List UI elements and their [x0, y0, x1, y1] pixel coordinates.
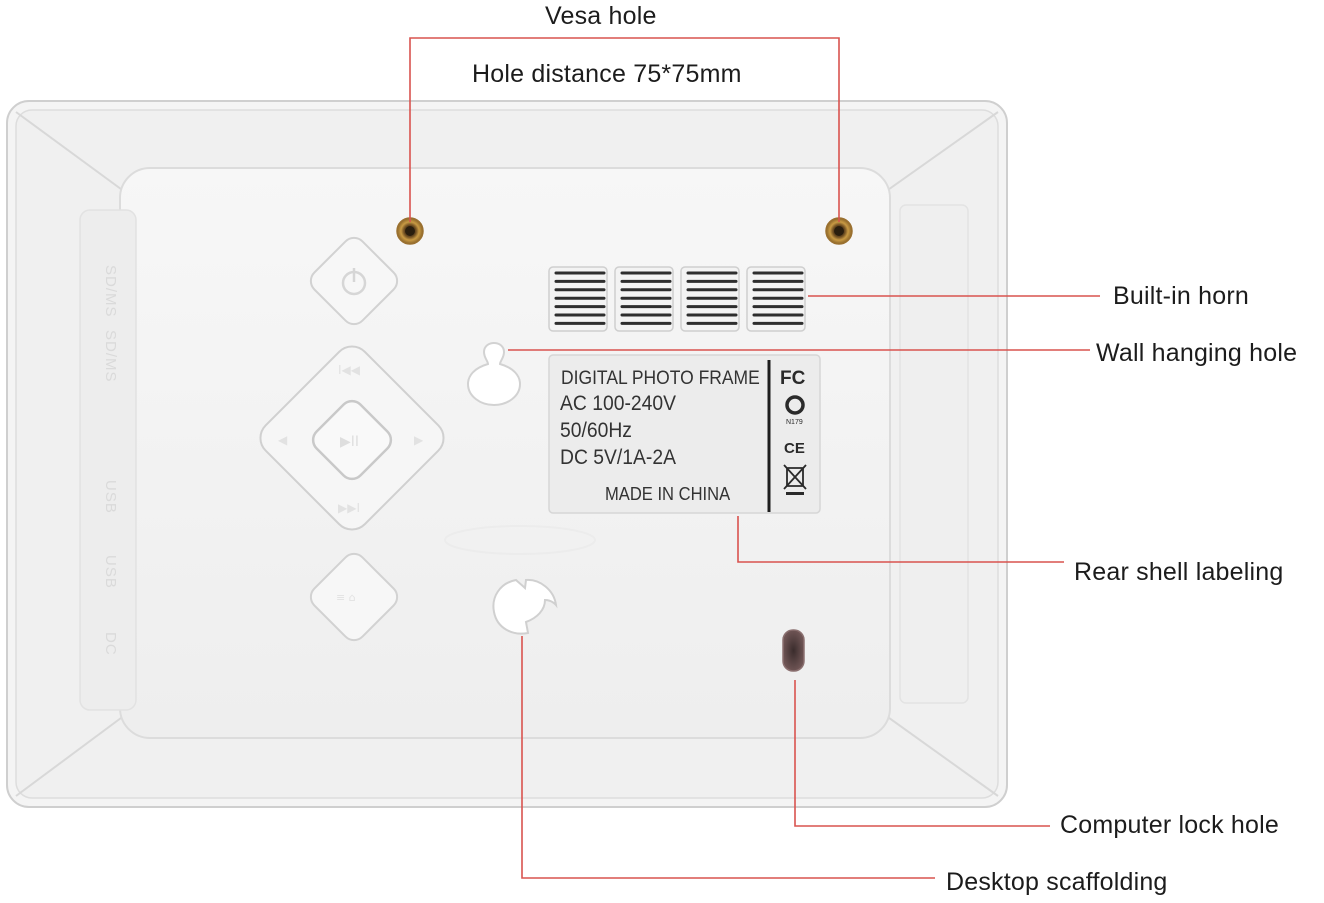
leader-computer-lock-hole: [794, 680, 1050, 827]
callout-built-in-horn: Built-in horn: [1113, 282, 1249, 310]
play-pause-icon: ▶II: [340, 434, 359, 450]
port-label-dc: DC: [102, 632, 119, 656]
rear-label-dc: DC 5V/1A-2A: [560, 446, 676, 469]
menu-icon: ≡ ⌂: [336, 591, 356, 604]
callout-rear-shell-labeling: Rear shell labeling: [1074, 558, 1284, 586]
bevel-line-bottom-left: [15, 714, 126, 797]
c-tick-mark: [785, 395, 805, 415]
port-label-sdms-1: SD/MS: [102, 265, 119, 318]
leader-lines: [409, 37, 1100, 879]
right-side-strip: [899, 204, 969, 704]
callout-hole-distance: Hole distance 75*75mm: [472, 60, 742, 88]
leader-vesa-hole: [409, 37, 840, 222]
fcc-mark: FC: [780, 368, 806, 389]
callout-desktop-scaffolding: Desktop scaffolding: [946, 868, 1168, 896]
bevel-line-bottom-right: [884, 714, 999, 797]
n-code-mark: N179: [786, 419, 803, 426]
ce-mark: CE: [784, 440, 805, 457]
desktop-scaffolding-hole: [492, 578, 558, 635]
callout-computer-lock-hole: Computer lock hole: [1060, 811, 1279, 839]
weee-bar: [786, 492, 804, 495]
rear-label-made-in: MADE IN CHINA: [605, 484, 731, 504]
vesa-screw-right-core: [834, 226, 844, 236]
rear-label-plate: [548, 354, 821, 514]
bevel-line-top-left: [15, 111, 126, 193]
dpad-center-button: [311, 399, 393, 481]
wall-hanging-keyhole: [466, 342, 522, 407]
callout-wall-hanging-hole: Wall hanging hole: [1096, 339, 1298, 367]
rear-label-freq: 50/60Hz: [560, 419, 632, 442]
port-label-usb-2: USB: [102, 555, 119, 589]
weee-cross-b: [783, 464, 807, 490]
bevel-line-top-right: [884, 111, 999, 193]
weee-bin-icon: [786, 467, 804, 487]
menu-button: [309, 552, 399, 642]
prev-icon: I◀◀: [338, 363, 361, 377]
speaker-grille-slots: [554, 271, 804, 325]
port-label-sdms-2: SD/MS: [102, 330, 119, 383]
emboss-mark: [444, 525, 596, 555]
vesa-screw-left-core: [405, 226, 415, 236]
vol-up-icon: ▶: [414, 433, 424, 447]
callout-vesa-hole: Vesa hole: [545, 2, 657, 30]
vol-down-icon: ◀: [278, 433, 288, 447]
computer-lock-hole: [782, 629, 805, 672]
rear-label-title: DIGITAL PHOTO FRAME: [561, 368, 760, 389]
rear-label-ac: AC 100-240V: [560, 392, 677, 415]
leader-desktop-scaffolding: [521, 636, 935, 879]
port-label-usb-1: USB: [102, 480, 119, 514]
side-port-panel: [79, 209, 137, 711]
next-icon: ▶▶I: [338, 501, 360, 515]
leader-rear-shell-labeling: [737, 516, 1064, 563]
